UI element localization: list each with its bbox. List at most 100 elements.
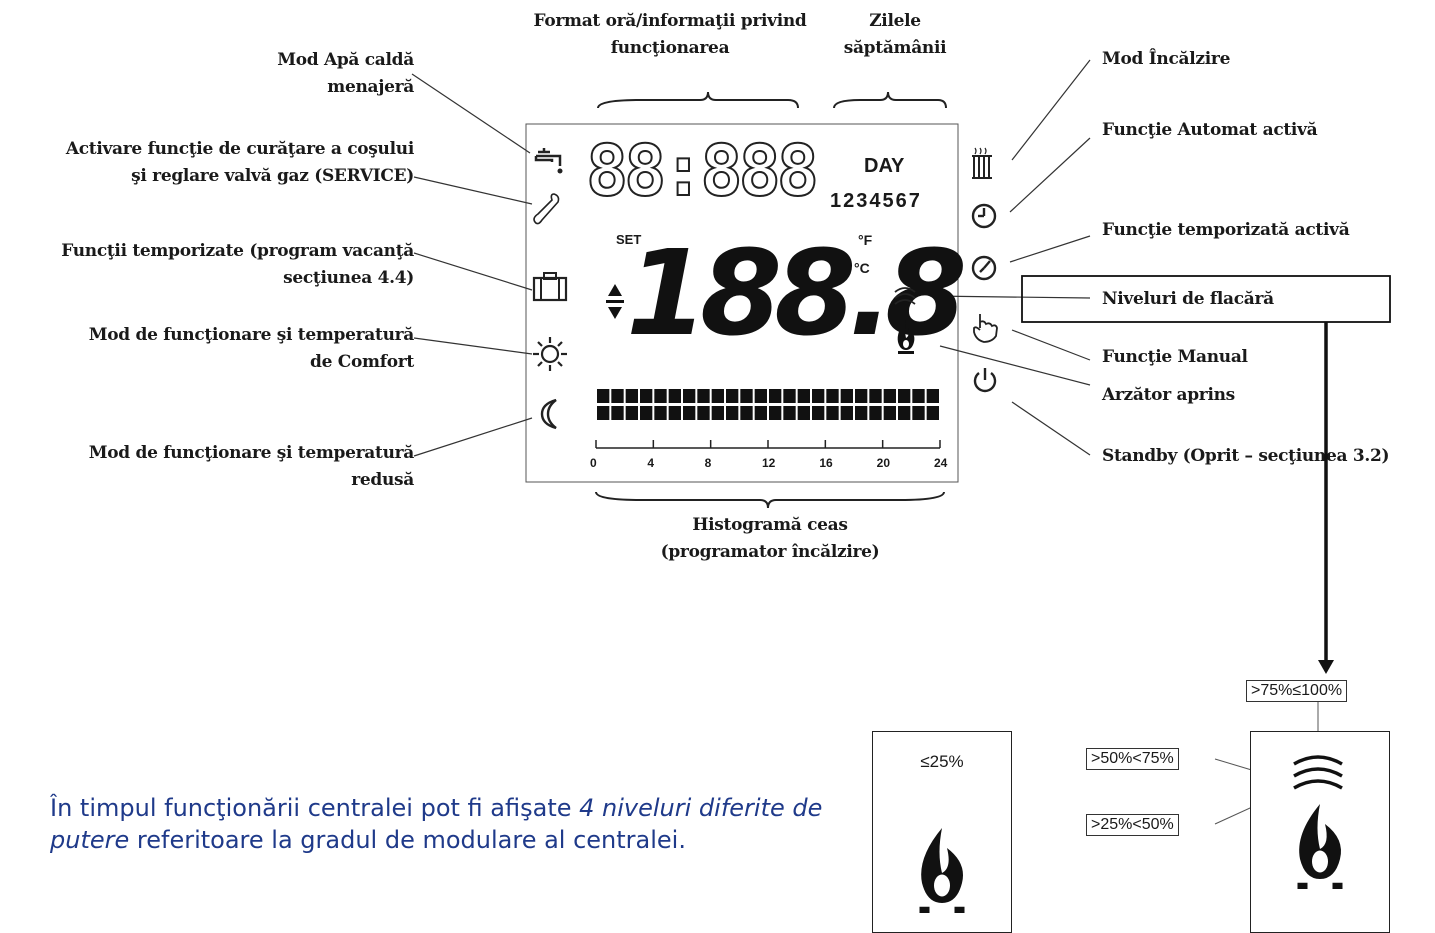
flame-level-top-label: >75%≤100%	[1246, 680, 1348, 702]
histogram-segment	[898, 389, 911, 403]
label-burner-on: Arzător aprins	[1102, 385, 1235, 405]
label-format-line1: Format oră/informaţii privind	[533, 11, 807, 31]
flame-levels-highlight	[1021, 275, 1391, 323]
radiator-icon	[972, 147, 992, 179]
auto-clock-icon	[971, 203, 997, 229]
histogram-segment	[740, 389, 753, 403]
power-standby-icon	[973, 368, 997, 393]
histogram-segment	[668, 389, 681, 403]
flame-level-arcs-icon	[894, 287, 916, 305]
flame-level-mid-label: >50%<75%	[1086, 748, 1179, 770]
histogram-segment	[711, 389, 724, 403]
flame-icon	[897, 320, 915, 354]
histogram-segment	[740, 406, 753, 420]
label-comfort-line2: de Comfort	[310, 352, 414, 372]
histogram-segment	[797, 406, 810, 420]
histogram-segment	[783, 406, 796, 420]
histogram-segment	[754, 406, 767, 420]
label-timed-active: Funcţie temporizată activă	[1102, 220, 1350, 240]
tap-icon	[534, 148, 563, 174]
histogram-segment	[826, 406, 839, 420]
histogram-segment	[926, 389, 939, 403]
lcd-frame	[525, 123, 959, 483]
histogram-tick-label: 24	[934, 456, 948, 470]
brace-weekdays	[833, 91, 947, 109]
label-manual: Funcţie Manual	[1102, 347, 1248, 367]
histogram-segment	[883, 406, 896, 420]
label-service: Activare funcţie de curăţare a coşului ş…	[10, 136, 414, 190]
explanation-part1: În timpul funcţionării centralei pot fi …	[50, 794, 580, 822]
histogram-segment	[711, 406, 724, 420]
histogram-segment	[826, 389, 839, 403]
histogram-segment	[797, 389, 810, 403]
histogram-segment	[654, 389, 667, 403]
up-down-arrows-icon	[606, 284, 624, 319]
lcd-unit-c: °C	[854, 260, 870, 276]
histogram-tick-label: 20	[876, 456, 891, 470]
label-reduced-line2: redusă	[351, 470, 414, 490]
histogram-segment	[754, 389, 767, 403]
histogram-segment	[597, 406, 610, 420]
histogram-segment	[855, 389, 868, 403]
histogram-tick-label: 4	[647, 456, 655, 470]
label-histogram-line2: (programator încălzire)	[660, 542, 880, 562]
label-format-line2: funcţionarea	[610, 38, 730, 58]
suitcase-icon	[532, 272, 568, 302]
wrench-icon	[533, 193, 560, 225]
histogram-segment	[769, 406, 782, 420]
label-weekdays-line2: săptămânii	[843, 38, 947, 58]
label-dhw-line2: menajeră	[327, 77, 414, 97]
timer-clock-icon	[971, 255, 997, 281]
histogram-segment	[898, 406, 911, 420]
histogram-tick-label: 12	[762, 456, 776, 470]
lcd-set-label: SET	[616, 232, 642, 247]
histogram-segment	[625, 406, 638, 420]
label-timed-line1: Funcţii temporizate (program vacanţă	[61, 241, 414, 261]
histogram-axis	[595, 440, 941, 449]
histogram-segment	[869, 389, 882, 403]
big-flame-full-icon	[1297, 804, 1343, 889]
histogram-segment	[812, 406, 825, 420]
histogram-segment	[840, 406, 853, 420]
histogram-tick-label: 0	[590, 456, 597, 470]
histogram-segment	[640, 406, 653, 420]
label-service-line2: şi reglare valvă gaz (SERVICE)	[131, 166, 414, 186]
label-comfort-line1: Mod de funcţionare şi temperatură	[88, 325, 415, 345]
label-weekdays: Zilele săptămânii	[820, 8, 970, 62]
label-dhw-line1: Mod Apă caldă	[277, 50, 414, 70]
label-reduced-mode: Mod de funcţionare şi temperatură redusă	[60, 440, 415, 494]
histogram-segment	[883, 389, 896, 403]
histogram-segment	[697, 389, 710, 403]
histogram-segment	[683, 389, 696, 403]
label-weekdays-line1: Zilele	[869, 11, 921, 31]
histogram-segment	[668, 406, 681, 420]
histogram-segment	[597, 389, 610, 403]
histogram-segment	[769, 389, 782, 403]
label-dhw-mode: Mod Apă caldă menajeră	[150, 47, 414, 101]
flame-level-25-label: ≤25%	[920, 752, 964, 771]
big-flame-icon	[919, 828, 965, 913]
big-flame-arcs-icon	[1293, 755, 1343, 790]
lcd-day-label: DAY	[864, 155, 905, 177]
histogram-segment	[654, 406, 667, 420]
hand-manual-icon	[973, 314, 998, 343]
histogram-segment	[640, 389, 653, 403]
lcd-clock: 88:888	[585, 129, 820, 213]
brace-format	[597, 91, 799, 109]
moon-icon	[540, 398, 557, 430]
sun-icon	[533, 337, 567, 371]
flame-level-low-label: >25%<50%	[1086, 814, 1179, 836]
histogram-segment	[912, 389, 925, 403]
label-service-line1: Activare funcţie de curăţare a coşului	[65, 139, 414, 159]
histogram-segment	[812, 389, 825, 403]
lcd-weekdays: 1234567	[830, 190, 922, 212]
label-timed-line2: secţiunea 4.4)	[283, 268, 414, 288]
histogram-segment	[726, 406, 739, 420]
histogram-segment	[855, 406, 868, 420]
histogram-segment	[625, 389, 638, 403]
label-clock-histogram: Histogramă ceas (programator încălzire)	[580, 512, 960, 566]
label-comfort-mode: Mod de funcţionare şi temperatură de Com…	[60, 322, 415, 376]
histogram-segment	[869, 406, 882, 420]
